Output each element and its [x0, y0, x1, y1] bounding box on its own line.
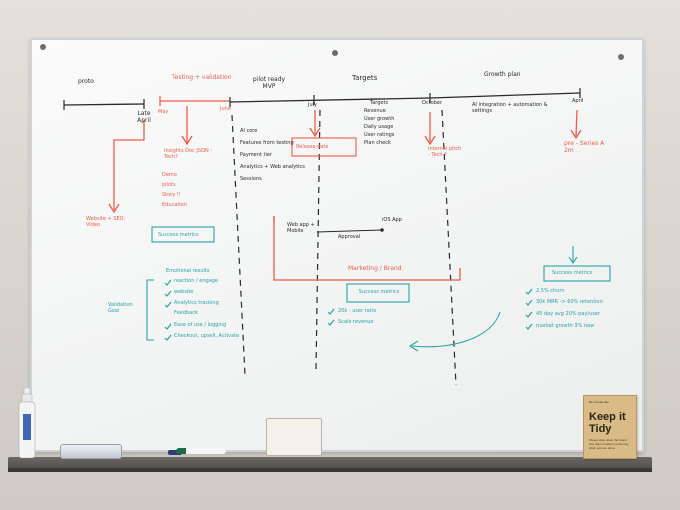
eraser[interactable] [60, 444, 122, 459]
list-item: 30k MRR -> 60% retention [536, 299, 603, 305]
teal-bracket [146, 279, 154, 341]
note-marketing: Marketing / Brand [348, 265, 402, 272]
label-october: October [422, 100, 443, 106]
spray-bottle[interactable] [17, 388, 37, 458]
success-box [346, 283, 410, 303]
list-item: market growth 3% new [536, 323, 595, 329]
label-june: June [220, 106, 231, 112]
list-item: Demo [162, 172, 177, 178]
list-item: Education [162, 202, 187, 208]
timeline-segment [429, 92, 581, 99]
label-mvp: pilot ready MVP [252, 76, 286, 90]
list-item: Payment tier [240, 152, 272, 158]
label-july: July [308, 102, 317, 108]
timeline-segment [63, 103, 145, 106]
list-item: Daily usage [364, 124, 394, 130]
release-box [291, 137, 357, 157]
marker-tray [8, 457, 652, 471]
list-item: 2.5% churn [536, 288, 565, 294]
label-may: May [158, 109, 169, 115]
sign-header: Be considerate [589, 400, 610, 404]
sign-fine-print: Please wipe down the board and return ma… [589, 438, 629, 450]
list-item: 45 day avg 20% pay/user [536, 311, 601, 317]
list-item: User ratings [364, 132, 395, 138]
list-item: Analytics + Web analytics [240, 164, 305, 170]
validation-goal: Validation Goal [108, 302, 133, 314]
success-box [543, 265, 611, 282]
targets-head: Targets [370, 100, 389, 106]
marker-holder[interactable] [266, 418, 322, 456]
list-item: website [174, 289, 194, 295]
list-item: reaction / engage [174, 278, 219, 284]
list-item: 20k - user ratio [338, 308, 377, 314]
list-item: Sessions [240, 176, 262, 182]
label-april: April [572, 98, 584, 104]
screw [332, 50, 338, 56]
screw [618, 54, 624, 60]
tray-lip [8, 468, 652, 472]
teal-curve-arrow [411, 311, 501, 348]
black-arrow [316, 229, 383, 233]
marketing-bracket [273, 216, 461, 281]
screw [40, 44, 46, 50]
list-item: AI core [240, 128, 258, 134]
note-webapp: Web app + Mobile [287, 222, 315, 234]
success-metrics-3: Success metrics [552, 270, 593, 276]
note-release-date: Release date [296, 144, 329, 150]
note-pitch: Internal pitch - Tech ? [428, 146, 462, 158]
note-website-seo: Website + SEO, Video [86, 216, 126, 228]
note-raise: pre - Series A 2m [564, 140, 605, 154]
list-item: Plan check [364, 140, 391, 146]
list-item: Ease of use / logging [174, 322, 227, 328]
note-insights: Insights Doc JSON - Tech? [164, 148, 213, 160]
note-growth: AI integration + automation & settings [472, 102, 548, 114]
success-metrics-2: Success metrics [358, 289, 400, 295]
keep-it-tidy-sign: Be considerate Keep it Tidy Please wipe … [583, 395, 637, 459]
green-marker[interactable] [176, 448, 226, 454]
note-approval: Approval [338, 234, 361, 240]
label-proto: proto [78, 78, 94, 85]
list-item: Features from testing [240, 140, 294, 146]
timeline-segment [229, 97, 431, 103]
red-arrow [575, 109, 578, 137]
board-drawing [63, 88, 611, 386]
sign-title: Keep it Tidy [589, 411, 626, 435]
label-late-april: Late April [137, 110, 151, 124]
phase-divider [441, 109, 457, 386]
success-metrics-1: Success metrics [158, 232, 199, 238]
list-item: Scale revenue [338, 319, 374, 325]
list-item: Feedback [174, 310, 198, 316]
marker-cap[interactable] [168, 450, 182, 455]
label-growth: Growth plan [484, 71, 521, 78]
build-list: Demo pilots Story !! Education [162, 172, 187, 208]
mvp-list: AI core Features from testing Payment ti… [240, 128, 308, 182]
targets-list: Revenue User growth Daily usage User rat… [364, 108, 394, 146]
validation-head: Emotional results [166, 268, 210, 274]
note-ios: iOS App [382, 217, 402, 223]
list-item: Story !! [162, 192, 181, 198]
success-box [151, 226, 215, 243]
label-targets: Targets [352, 74, 378, 82]
list-item: User growth [364, 116, 395, 122]
list-item: Revenue [364, 108, 386, 114]
whiteboard[interactable]: proto Testing + validation pilot ready M… [30, 38, 644, 452]
label-testing: Testing + validation [172, 74, 232, 81]
list-item: Checkout, upsell, Activate [174, 333, 240, 339]
list-item: pilots [162, 182, 176, 188]
list-item: Analytics tracking [174, 300, 219, 306]
red-arrow [113, 120, 145, 210]
